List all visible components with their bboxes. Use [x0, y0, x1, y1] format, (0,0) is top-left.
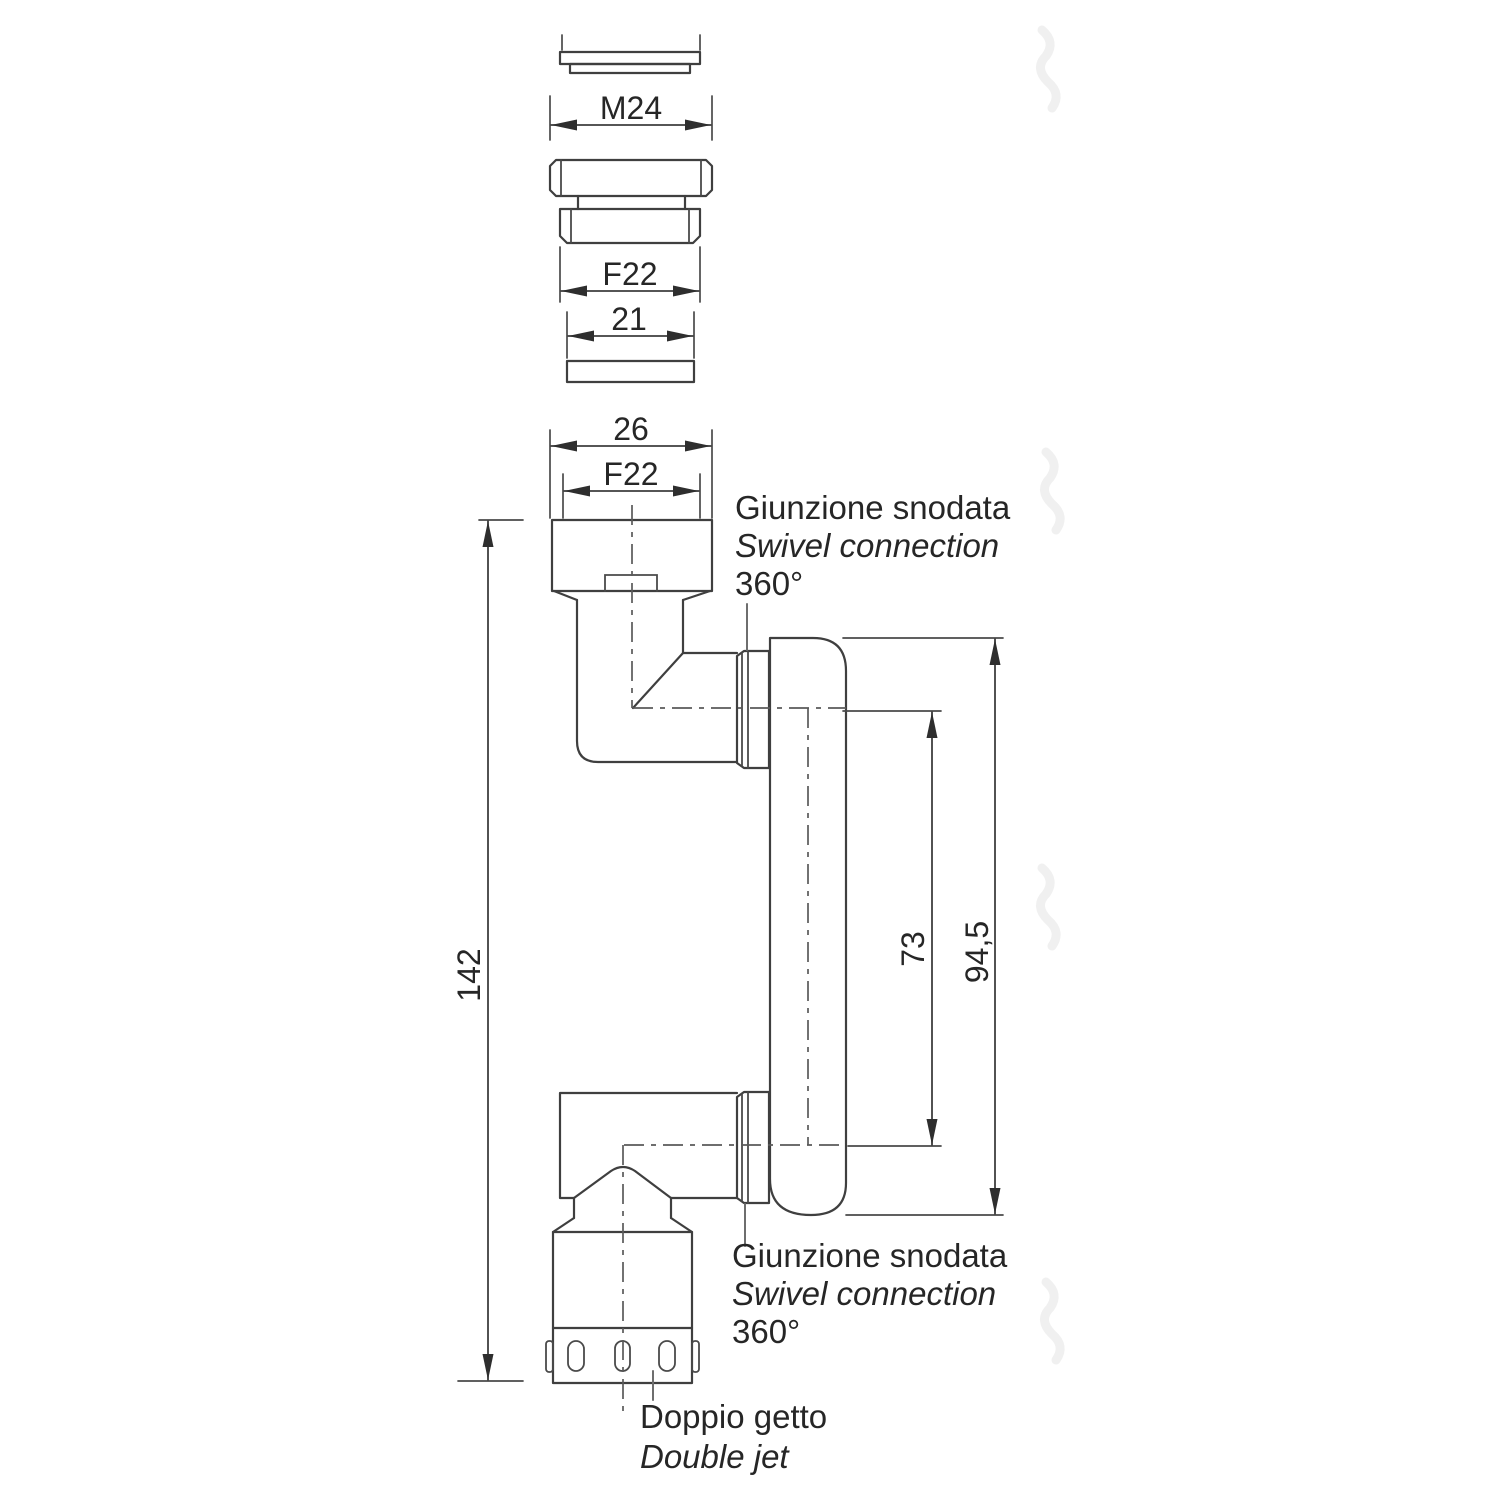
nut-notch — [604, 574, 658, 592]
arrowhead — [989, 1188, 1001, 1214]
elbow-outer-contour — [575, 598, 739, 764]
upper-elbow — [575, 598, 739, 764]
dim-label-94-5: 94,5 — [959, 921, 995, 983]
centerlines — [622, 505, 846, 1418]
annotation-line: 360° — [732, 1313, 800, 1350]
lower-elbow — [558, 1091, 739, 1200]
dim-73: 73 — [842, 710, 942, 1147]
nozzle-side-tab — [545, 1340, 554, 1373]
nozzle-slot — [567, 1340, 585, 1372]
dim-label-26: 26 — [613, 411, 649, 447]
dim-94-5: 94,5 — [842, 637, 1004, 1216]
dim-m24: M24 — [549, 90, 713, 141]
arrowhead — [561, 285, 587, 297]
watermark-marks — [1036, 25, 1065, 1365]
arrowhead — [673, 285, 699, 297]
collar-body — [735, 1090, 771, 1205]
watermark-mark — [1040, 1277, 1065, 1365]
arrowhead — [482, 521, 494, 547]
annotation-swivel-top: Giunzione snodata Swivel connection 360° — [735, 489, 1011, 602]
arrowhead — [673, 485, 699, 497]
nozzle-flare-right — [669, 1216, 694, 1234]
dim-21: 21 — [566, 301, 695, 359]
top-washer — [558, 34, 702, 75]
adapter-lower-body — [558, 207, 702, 245]
arrowhead — [551, 119, 577, 131]
annotation-line: Swivel connection — [732, 1275, 996, 1312]
annotation-line: 360° — [735, 565, 803, 602]
annotation-double-jet: Doppio getto Double jet — [640, 1398, 827, 1475]
lower-swivel-collar — [735, 1090, 771, 1205]
nozzle-flare-left — [551, 1216, 576, 1234]
dim-142: 142 — [451, 519, 524, 1382]
elbow-cone — [572, 1165, 673, 1200]
arrowhead — [926, 1119, 938, 1145]
dim-label-m24: M24 — [600, 90, 662, 126]
annotation-line: Swivel connection — [735, 527, 999, 564]
upper-swivel-collar — [735, 649, 771, 770]
flat-washer — [565, 359, 696, 384]
dim-label-73: 73 — [895, 931, 931, 967]
watermark-mark — [1040, 447, 1065, 535]
thread-adapter — [548, 158, 714, 245]
arm-tube — [768, 636, 848, 1217]
arrowhead — [685, 119, 711, 131]
leader-lines — [652, 603, 748, 1401]
arrowhead — [989, 639, 1001, 665]
elbow-contour — [558, 1091, 739, 1200]
dim-label-21: 21 — [611, 301, 647, 337]
arrowhead — [564, 485, 590, 497]
annotation-line: Giunzione snodata — [732, 1237, 1008, 1274]
nut-flare-left — [552, 589, 579, 602]
arrowhead — [568, 330, 594, 342]
arrowhead — [551, 440, 577, 452]
arrowhead — [685, 440, 711, 452]
washer-upper-ring — [558, 50, 702, 66]
watermark-mark — [1036, 25, 1061, 113]
elbow-miter-line — [631, 651, 685, 710]
dim-f22-top: F22 — [559, 246, 701, 303]
annotation-swivel-bottom: Giunzione snodata Swivel connection 360° — [732, 1237, 1008, 1350]
dim-label-f22-top: F22 — [602, 256, 657, 292]
washer-lower-ring — [568, 62, 692, 75]
arrowhead — [482, 1354, 494, 1380]
nozzle-slot — [658, 1340, 676, 1372]
dim-label-f22-mid: F22 — [603, 456, 658, 492]
annotation-line: Giunzione snodata — [735, 489, 1011, 526]
dim-f22-mid: F22 — [562, 456, 701, 519]
annotation-line: Doppio getto — [640, 1398, 827, 1435]
arrowhead — [667, 330, 693, 342]
nut-flare-right — [681, 589, 712, 602]
elbow-inner-contour — [681, 598, 739, 655]
annotation-line: Double jet — [640, 1438, 790, 1475]
nozzle-side-tab — [691, 1340, 700, 1373]
arrowhead — [926, 712, 938, 738]
dim-26: 26 — [549, 411, 713, 519]
watermark-mark — [1036, 863, 1061, 951]
adapter-upper-body — [548, 158, 714, 198]
dim-label-142: 142 — [451, 948, 487, 1001]
